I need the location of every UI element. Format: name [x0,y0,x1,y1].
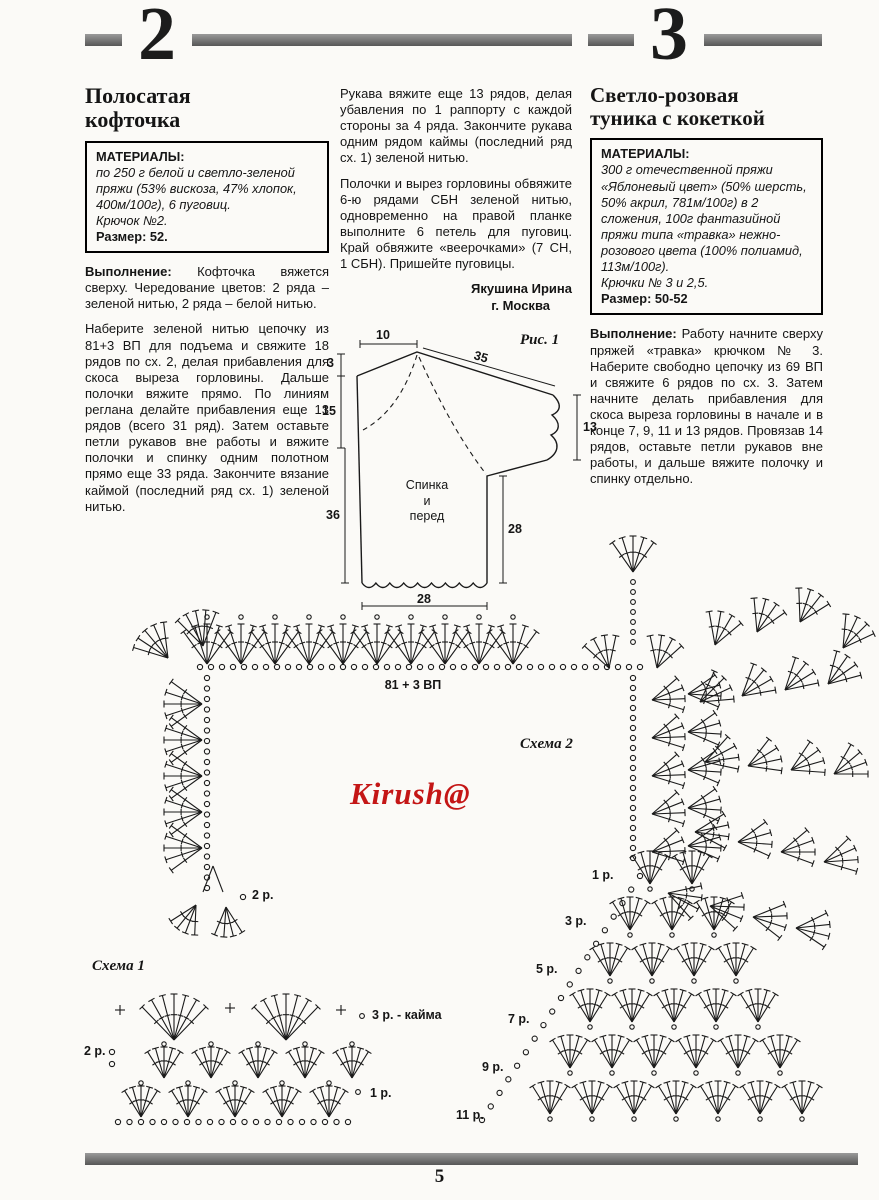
measure-inner: 28 [508,522,522,536]
schema1-row1-label: 1 р. [370,1086,392,1100]
materials-label: МАТЕРИАЛЫ: [601,146,690,162]
figure-caption: Рис. 1 [520,332,560,348]
paragraph-lead: Выполнение: [85,264,172,280]
size-text: Размер: 52. [96,229,168,245]
paragraph-text: Кофточка вяжется сверху. Чередование цве… [85,264,329,312]
measurement-lines [337,340,581,610]
materials-text: 300 г отечественной пряжи «Яблоневый цве… [601,162,807,275]
paragraph: Наберите зеленой нитью цепочку из 81+3 В… [85,321,329,514]
schema1-row3-label: 3 р. - кайма [372,1008,442,1022]
page-number: 5 [434,1166,445,1187]
chain-count-label: 81 + 3 ВП [384,678,442,692]
schema2-row-label: 2 р. [252,888,274,902]
paragraph-lead: Выполнение: [590,326,677,342]
article-title: Светло-розовая туника с кокеткой [590,83,765,130]
paragraph: Выполнение: Кофточка вяжется сверху. Чер… [85,264,329,312]
measure-bottom: 28 [417,592,431,606]
yoke-row-label: 1 р. [592,868,614,882]
author-city: г. Москва [491,298,550,314]
article-striped-blouse: Полосатая кофточка МАТЕРИАЛЫ: по 250 г б… [85,84,329,524]
garment-label: Спинка и перед [405,478,449,524]
paragraph-text: Работу начните сверху пряжей «травка» кр… [590,326,823,487]
yoke-row-label: 5 р. [536,962,558,976]
author-name: Якушина Ирина [471,281,572,297]
yoke-row-label: 3 р. [565,914,587,928]
schema1-row2-label: 2 р. [84,1044,106,1058]
hook-text: Крючки № 3 и 2,5. [601,275,709,291]
footer-rule [85,1153,858,1165]
header-rule-right [588,34,822,46]
paragraph: Выполнение: Работу начните сверху пряжей… [590,326,823,487]
measure-sleeve-width: 13 [583,420,597,434]
measure-body: 36 [326,508,340,522]
garment-schematic [356,351,560,589]
schema2-label: Схема 2 [520,736,573,752]
paragraph: Полочки и вырез горловины обвяжите 6-ю р… [340,175,572,272]
header-rule-left [85,34,572,46]
schema1-label: Схема 1 [92,958,145,974]
author-block: Якушина Ирина г. Москва [340,281,572,315]
measure-yoke: 15 [322,404,336,418]
measure-top: 10 [376,328,390,342]
measure-neck: 3 [327,356,334,370]
materials-label: МАТЕРИАЛЫ: [96,148,185,164]
article-number-3: 3 [634,0,704,72]
measure-sleeve-slant: 35 [472,348,490,366]
hook-text: Крючок №2. [96,212,168,228]
article-number-2: 2 [122,0,192,72]
yoke-row-label: 9 р. [482,1060,504,1074]
materials-box: МАТЕРИАЛЫ: по 250 г белой и светло-зелен… [85,140,329,254]
materials-text: по 250 г белой и светло-зеленой пряжи (5… [96,164,297,212]
paragraph: Рукава вяжите еще 13 рядов, делая убавле… [340,86,572,166]
watermark: Kirush@ [350,776,471,811]
article-title: Полосатая кофточка [85,83,191,132]
article-pink-tunic: Светло-розовая туника с кокеткой МАТЕРИА… [590,84,823,497]
article-striped-blouse-continued: Рукава вяжите еще 13 рядов, делая убавле… [340,86,572,315]
size-text: Размер: 50-52 [601,291,688,307]
yoke-row-label: 7 р. [508,1012,530,1026]
yoke-row-label: 11 р. [456,1108,484,1122]
materials-box: МАТЕРИАЛЫ: 300 г отечественной пряжи «Яб… [590,138,823,316]
